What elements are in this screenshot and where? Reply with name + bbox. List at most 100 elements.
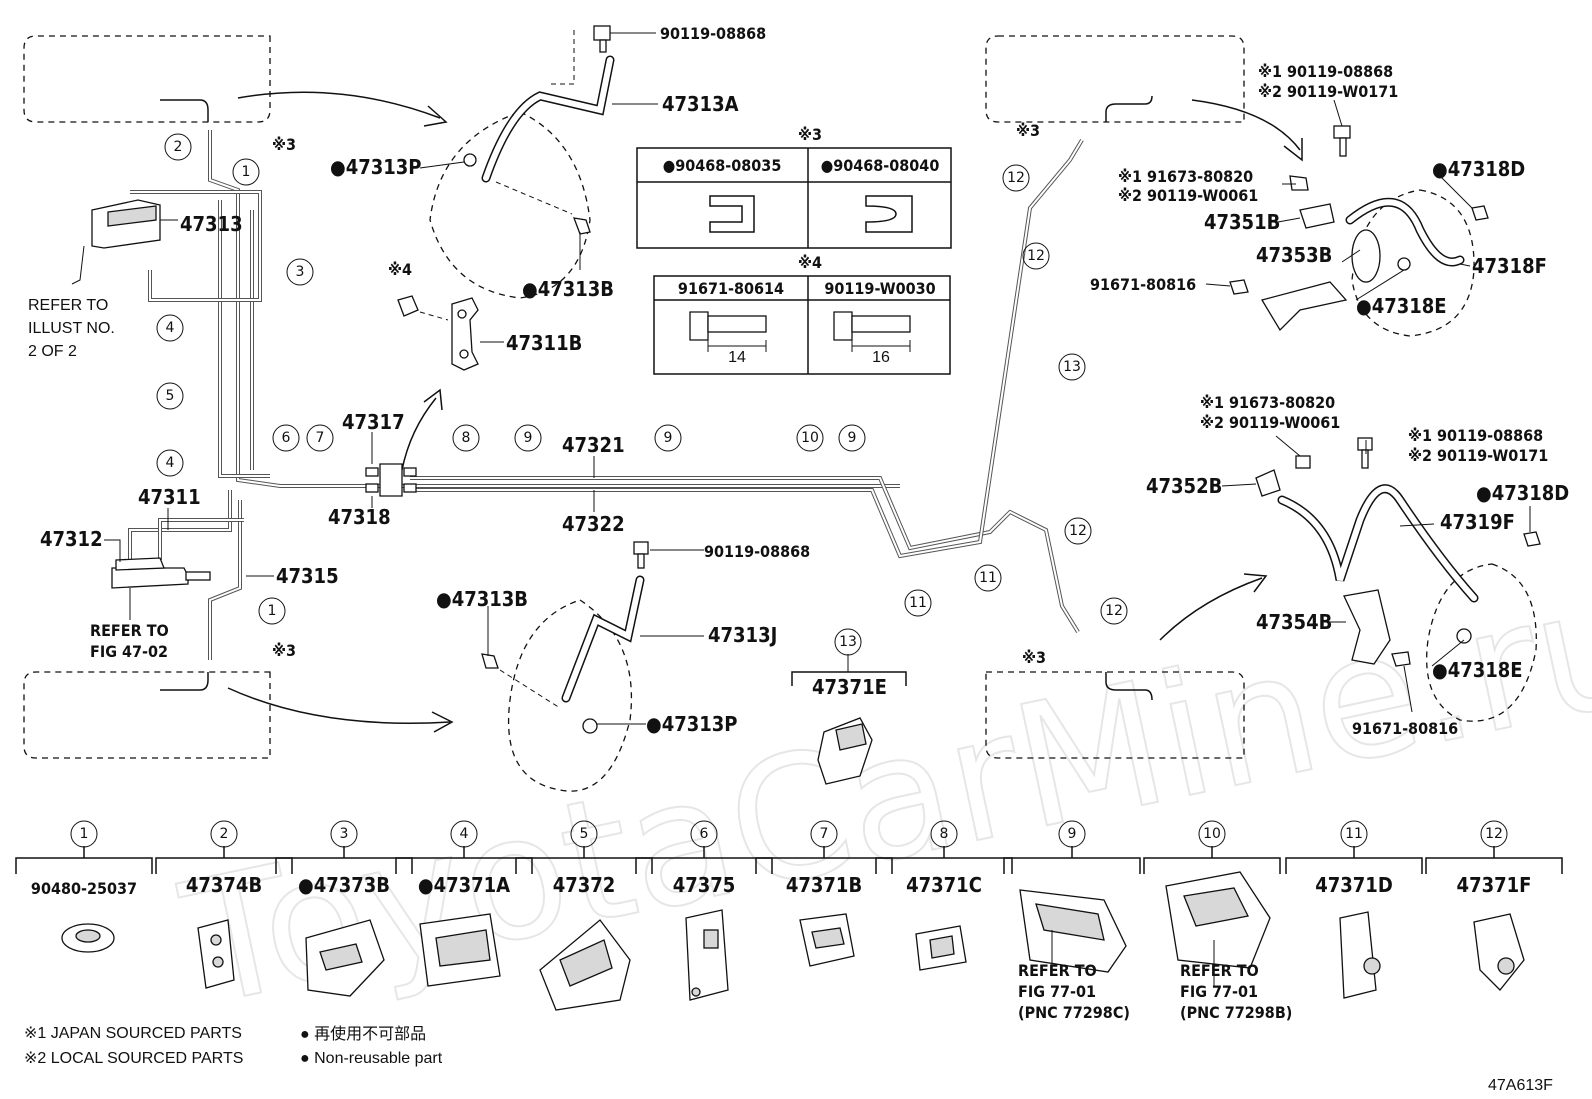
svg-text:12: 12	[1069, 523, 1087, 539]
svg-text:9: 9	[848, 430, 857, 446]
callout-label: 47319F	[1440, 510, 1515, 534]
bottom-part-number: 47375	[673, 873, 736, 897]
bottom-part-number: 47372	[553, 873, 616, 897]
bottom-part-refer-note: FIG 77-01	[1018, 982, 1096, 1001]
ref-circle: 13	[834, 628, 862, 656]
svg-text:12: 12	[1485, 826, 1503, 842]
bottom-part-number: ●47373B	[298, 873, 390, 897]
callout-label: ※1 90119-08868	[1408, 426, 1543, 445]
callout-label: ※2 90119-W0171	[1408, 446, 1548, 465]
callout-label: 47318	[328, 505, 391, 529]
bottom-part-refer-note: (PNC 77298C)	[1018, 1003, 1130, 1022]
bottom-part-refer-note: FIG 77-01	[1180, 982, 1258, 1001]
bottom-parts-illustrations	[61, 871, 1525, 1011]
vehicle-outline-top-left	[23, 35, 271, 123]
ref-circle: 11	[974, 564, 1002, 592]
bottom-part-number: 47371F	[1457, 873, 1532, 897]
callout-label: 47311	[138, 485, 201, 509]
svg-text:4: 4	[166, 455, 175, 471]
callout-label: 47313	[180, 212, 243, 236]
clamp-47371f	[1473, 913, 1525, 991]
part-bracket	[1285, 846, 1423, 874]
table3-col1: ●90468-08035	[663, 156, 782, 175]
callout-label: ※1 91673-80820	[1200, 393, 1335, 412]
part-bracket	[155, 846, 293, 874]
part-number-circle: 10	[1198, 820, 1226, 848]
callout-label: ●47313P	[330, 155, 421, 179]
joint-47317	[365, 463, 417, 497]
callout-label: ●47318D	[1476, 481, 1569, 505]
rear-left-hose	[481, 541, 649, 792]
callout-label: ※2 90119-W0171	[1258, 82, 1398, 101]
refer-illust-line3: 2 OF 2	[28, 343, 77, 360]
callout-label: 47371E	[812, 675, 887, 699]
bottom-part-refer-note: REFER TO	[1018, 961, 1097, 980]
clamp-47371b	[799, 913, 855, 967]
ref-circle: 12	[1022, 242, 1050, 270]
svg-text:9: 9	[1068, 826, 1077, 842]
svg-text:2: 2	[174, 139, 183, 155]
callout-label: ●47318E	[1356, 294, 1447, 318]
svg-text:8: 8	[940, 826, 949, 842]
svg-text:12: 12	[1007, 170, 1025, 186]
vehicle-outline-top-right	[985, 35, 1245, 123]
ref-circle: 9	[838, 424, 866, 452]
ref-circle: 1	[232, 158, 260, 186]
bottom-part-number: 90480-25037	[31, 879, 137, 898]
part-bracket	[395, 846, 533, 874]
ref-circle: 11	[904, 589, 932, 617]
callout-label: ※2 90119-W0061	[1118, 186, 1258, 205]
clamp-47371c	[915, 925, 967, 971]
refer-fig-line1: REFER TO	[90, 621, 169, 640]
svg-text:13: 13	[839, 634, 857, 650]
legend: ※1 JAPAN SOURCED PARTS ※2 LOCAL SOURCED …	[24, 1025, 443, 1067]
svg-text:9: 9	[664, 430, 673, 446]
refer-illust-line2: ILLUST NO.	[28, 320, 115, 337]
part-bracket	[1003, 846, 1141, 874]
part-bracket	[275, 846, 413, 874]
callout-label: ●47313B	[522, 277, 614, 301]
table4-dim1: 14	[728, 349, 746, 366]
refer-fig-line2: FIG 47-02	[90, 642, 168, 661]
bottom-part-number: 47371C	[906, 873, 982, 897]
ref-circle: 12	[1002, 164, 1030, 192]
svg-text:4: 4	[166, 320, 175, 336]
part-number-circle: 11	[1340, 820, 1368, 848]
svg-text:9: 9	[524, 430, 533, 446]
svg-text:4: 4	[460, 826, 469, 842]
refer-illust-line1: REFER TO	[28, 297, 108, 314]
svg-text:11: 11	[909, 595, 927, 611]
table4-mark: ※4	[798, 253, 822, 272]
ref-circle: 8	[452, 424, 480, 452]
part-number-circle: 9	[1058, 820, 1086, 848]
grommet-90480-25037	[61, 923, 115, 953]
table-3	[636, 147, 952, 249]
table3-mark: ※3	[798, 125, 822, 144]
svg-text:1: 1	[242, 164, 251, 180]
part-bracket	[1425, 846, 1563, 874]
ref-circle: 4	[156, 449, 184, 477]
callout-label: 91671-80816	[1090, 275, 1196, 294]
callout-label: ※1 91673-80820	[1118, 167, 1253, 186]
callout-label: 47312	[40, 527, 103, 551]
legend-japan: ※1 JAPAN SOURCED PARTS	[24, 1025, 242, 1042]
legend-local: ※2 LOCAL SOURCED PARTS	[24, 1050, 243, 1067]
part-number-circle: 8	[930, 820, 958, 848]
ref-circle: 12	[1100, 597, 1128, 625]
ref-circle: 3	[286, 258, 314, 286]
bottom-part-number: 47371B	[786, 873, 862, 897]
callout-label: 47311B	[506, 331, 582, 355]
svg-text:12: 12	[1027, 248, 1045, 264]
callout-label: ※3	[272, 135, 296, 154]
svg-text:10: 10	[1203, 826, 1221, 842]
svg-text:3: 3	[296, 264, 305, 280]
bottom-part-number: 47371D	[1315, 873, 1393, 897]
callout-label: 47322	[562, 512, 625, 536]
callout-label: ●47318D	[1432, 157, 1525, 181]
callout-label: 47354B	[1256, 610, 1332, 634]
clamp-47375	[685, 909, 729, 1001]
vehicle-outline-bottom-left	[23, 671, 271, 759]
svg-text:7: 7	[316, 430, 325, 446]
